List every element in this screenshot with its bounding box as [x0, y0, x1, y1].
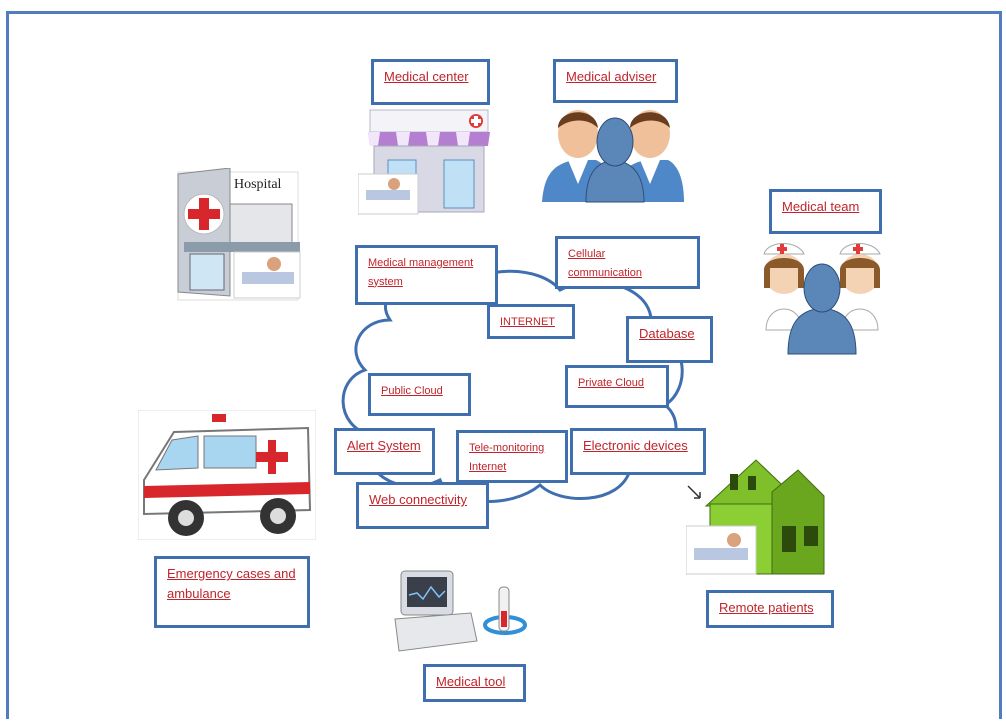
electronic-devices-label: Electronic devices	[570, 428, 706, 475]
telemonitoring-line2: Internet	[469, 460, 507, 473]
medical-center-label: Medical center	[371, 59, 490, 105]
medical-tool-label: Medical tool	[423, 664, 526, 702]
web-connectivity-text: Web connectivity	[369, 492, 468, 507]
telemonitoring-line1: Tele-monitoring	[469, 442, 545, 454]
hospital-sign-text: Hospital	[234, 177, 282, 192]
emergency-line2: ambulance	[167, 586, 231, 602]
private-cloud-label: Private Cloud	[565, 365, 669, 408]
emergency-line1: Emergency cases and	[167, 566, 296, 581]
remote-patients-text: Remote patients	[719, 600, 814, 615]
electronic-devices-text: Electronic devices	[583, 438, 688, 453]
medical-team-label: Medical team	[769, 189, 882, 234]
telemonitoring-internet-label: Tele-monitoring Internet	[456, 430, 568, 483]
medical-team-nurses-icon	[763, 243, 881, 355]
diagram-frame	[6, 11, 1002, 719]
medical-center-building-icon	[358, 109, 490, 215]
public-cloud-text: Public Cloud	[381, 385, 443, 397]
medical-team-text: Medical team	[782, 199, 860, 214]
public-cloud-label: Public Cloud	[368, 373, 471, 416]
medical-management-line2: system	[368, 275, 403, 288]
emergency-ambulance-label: Emergency cases and ambulance	[154, 556, 310, 628]
medical-management-system-label: Medical management system	[355, 245, 498, 305]
database-label: Database	[626, 316, 713, 363]
internet-label: INTERNET	[487, 304, 575, 339]
medical-adviser-icon	[542, 110, 684, 203]
web-connectivity-label: Web connectivity	[356, 482, 489, 529]
medical-tool-text: Medical tool	[436, 674, 506, 689]
alert-system-label: Alert System	[334, 428, 435, 475]
hospital-building-icon: Hospital	[177, 168, 301, 301]
medical-center-text: Medical center	[384, 69, 469, 84]
private-cloud-text: Private Cloud	[578, 377, 645, 389]
remote-patient-house-icon	[686, 459, 825, 575]
alert-system-text: Alert System	[347, 438, 421, 453]
cellular-communication-label: Cellular communication	[555, 236, 700, 289]
database-text: Database	[639, 326, 695, 341]
cellular-line1: Cellular	[568, 248, 606, 260]
medical-management-line1: Medical management	[368, 257, 474, 269]
medical-adviser-label: Medical adviser	[553, 59, 678, 103]
ambulance-icon	[138, 410, 316, 540]
remote-patients-label: Remote patients	[706, 590, 834, 628]
medical-tool-device-icon	[394, 570, 527, 652]
medical-adviser-text: Medical adviser	[566, 69, 657, 84]
internet-text: INTERNET	[500, 316, 555, 328]
cellular-line2: communication	[568, 266, 642, 279]
